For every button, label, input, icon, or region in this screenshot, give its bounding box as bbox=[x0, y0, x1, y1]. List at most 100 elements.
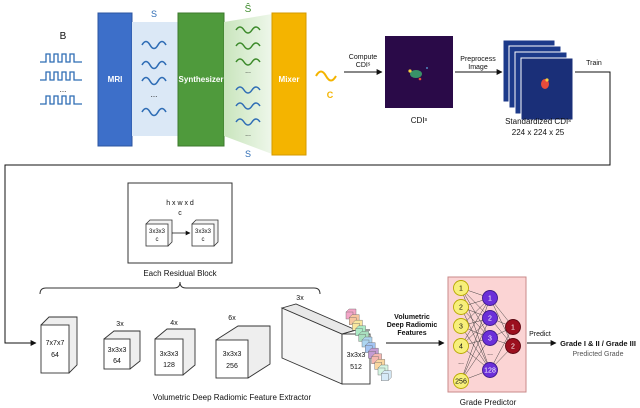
cdi-image bbox=[385, 36, 453, 108]
network-edge bbox=[460, 306, 491, 371]
network-edge bbox=[460, 287, 491, 339]
hidden-dots: ... bbox=[487, 350, 493, 357]
features-label-1: Volumetric bbox=[394, 314, 430, 321]
block5-top: 3x3x3 bbox=[347, 352, 366, 359]
block3-top: 3x3x3 bbox=[160, 351, 179, 358]
network-edge bbox=[489, 297, 514, 347]
sine-wave bbox=[141, 76, 167, 86]
block4-rep: 6x bbox=[228, 315, 236, 322]
sine-wave bbox=[235, 102, 261, 110]
sine-wave bbox=[235, 26, 261, 34]
s-hat-waves bbox=[235, 26, 261, 66]
sine-wave bbox=[235, 42, 261, 50]
pulse-signal bbox=[40, 95, 82, 105]
sine-wave bbox=[141, 40, 167, 50]
residual-brace bbox=[39, 281, 321, 295]
input-node-label: 3 bbox=[459, 324, 463, 331]
sine-wave bbox=[235, 58, 261, 66]
block5-rep: 3x bbox=[296, 295, 304, 302]
features-label-3: Features bbox=[397, 330, 426, 337]
input-node: 256 bbox=[453, 373, 469, 389]
block4-bottom: 256 bbox=[226, 363, 238, 370]
block1-top: 7x7x7 bbox=[46, 340, 65, 347]
extractor-block-2 bbox=[103, 330, 141, 370]
output-node-label: 1 bbox=[511, 325, 515, 332]
residual-conv-1-top: 3x3x3 bbox=[149, 229, 166, 235]
hidden-node-label: 2 bbox=[488, 316, 492, 323]
block3-bottom: 128 bbox=[163, 362, 175, 369]
standardized-caption: Standardized CDIˢ bbox=[505, 117, 571, 126]
network-edge bbox=[460, 337, 491, 382]
input-node: 4 bbox=[453, 338, 469, 354]
predicted-grade-result: Grade I & II / Grade III bbox=[560, 339, 636, 348]
c-wave bbox=[315, 70, 337, 82]
block2-bottom: 64 bbox=[113, 358, 121, 365]
s-hat-label: Ŝ bbox=[245, 2, 252, 15]
sine-wave bbox=[235, 118, 261, 126]
block5-bottom: 512 bbox=[350, 364, 362, 371]
hidden-node: 3 bbox=[482, 330, 498, 346]
network-edge bbox=[460, 297, 491, 347]
extractor-block-1 bbox=[40, 316, 78, 374]
s-hat-dots: ... bbox=[245, 68, 251, 75]
hidden-node-label: 1 bbox=[488, 296, 492, 303]
standardized-cdi-stack bbox=[502, 39, 574, 121]
output-node: 1 bbox=[505, 319, 521, 335]
s-bottom-waves bbox=[235, 86, 261, 126]
sine-wave bbox=[235, 86, 261, 94]
s-waves bbox=[141, 40, 167, 117]
s-panel bbox=[132, 22, 178, 136]
predicted-grade-caption: Predicted Grade bbox=[573, 351, 624, 358]
output-node-label: 2 bbox=[511, 344, 515, 351]
residual-conv-2 bbox=[191, 219, 219, 247]
input-node-label: 1 bbox=[459, 286, 463, 293]
hidden-node-label: 128 bbox=[484, 368, 496, 375]
s-hat-panel bbox=[224, 14, 272, 154]
s-dots: ... bbox=[151, 90, 158, 99]
block2-top: 3x3x3 bbox=[108, 347, 127, 354]
hidden-node-label: 3 bbox=[488, 336, 492, 343]
mri-label: MRI bbox=[108, 75, 123, 84]
pulse-signal bbox=[40, 71, 82, 81]
network-nodes: 1 2 3 4 256 1 2 3 128 1 2...... bbox=[453, 280, 521, 389]
block2-rep: 3x bbox=[116, 321, 124, 328]
standardized-dims: 224 x 224 x 25 bbox=[512, 128, 565, 137]
synthesizer-block bbox=[177, 12, 225, 147]
b-dots: ... bbox=[60, 85, 67, 94]
input-node-label: 2 bbox=[459, 305, 463, 312]
extractor-block-3 bbox=[154, 328, 196, 376]
compute-label-2: CDIˢ bbox=[356, 62, 371, 69]
input-dots: ... bbox=[458, 359, 464, 366]
input-node: 1 bbox=[453, 280, 469, 296]
preprocess-label-2: Image bbox=[468, 64, 488, 71]
residual-dims: h x w x d bbox=[166, 200, 194, 207]
residual-caption: Each Residual Block bbox=[143, 269, 217, 278]
hidden-node: 1 bbox=[482, 290, 498, 306]
input-node-label: 256 bbox=[455, 379, 467, 386]
s-label: S bbox=[151, 9, 157, 19]
s-bottom-label: S bbox=[245, 149, 251, 159]
network-edge bbox=[460, 325, 491, 371]
cdi-caption: CDIˢ bbox=[411, 116, 428, 125]
mri-block bbox=[97, 12, 133, 147]
network-edge bbox=[460, 317, 491, 382]
s-bottom-dots: ... bbox=[245, 131, 251, 138]
block4-top: 3x3x3 bbox=[223, 351, 242, 358]
predict-label: Predict bbox=[529, 331, 551, 338]
input-node: 2 bbox=[453, 299, 469, 315]
hidden-node: 128 bbox=[482, 362, 498, 378]
residual-conv-2-top: 3x3x3 bbox=[195, 229, 212, 235]
network-edge bbox=[489, 326, 514, 371]
grade-caption: Grade Predictor bbox=[460, 398, 517, 407]
train-connector bbox=[4, 71, 611, 346]
synthesizer-label: Synthesizer bbox=[179, 75, 224, 84]
b-label: B bbox=[60, 31, 67, 42]
sine-wave bbox=[141, 107, 167, 117]
extractor-block-4 bbox=[215, 325, 271, 379]
feature-cube bbox=[380, 370, 392, 381]
mixer-label: Mixer bbox=[279, 75, 300, 84]
block1-bottom: 64 bbox=[51, 352, 59, 359]
extractor-caption: Volumetric Deep Radiomic Feature Extract… bbox=[153, 393, 312, 402]
